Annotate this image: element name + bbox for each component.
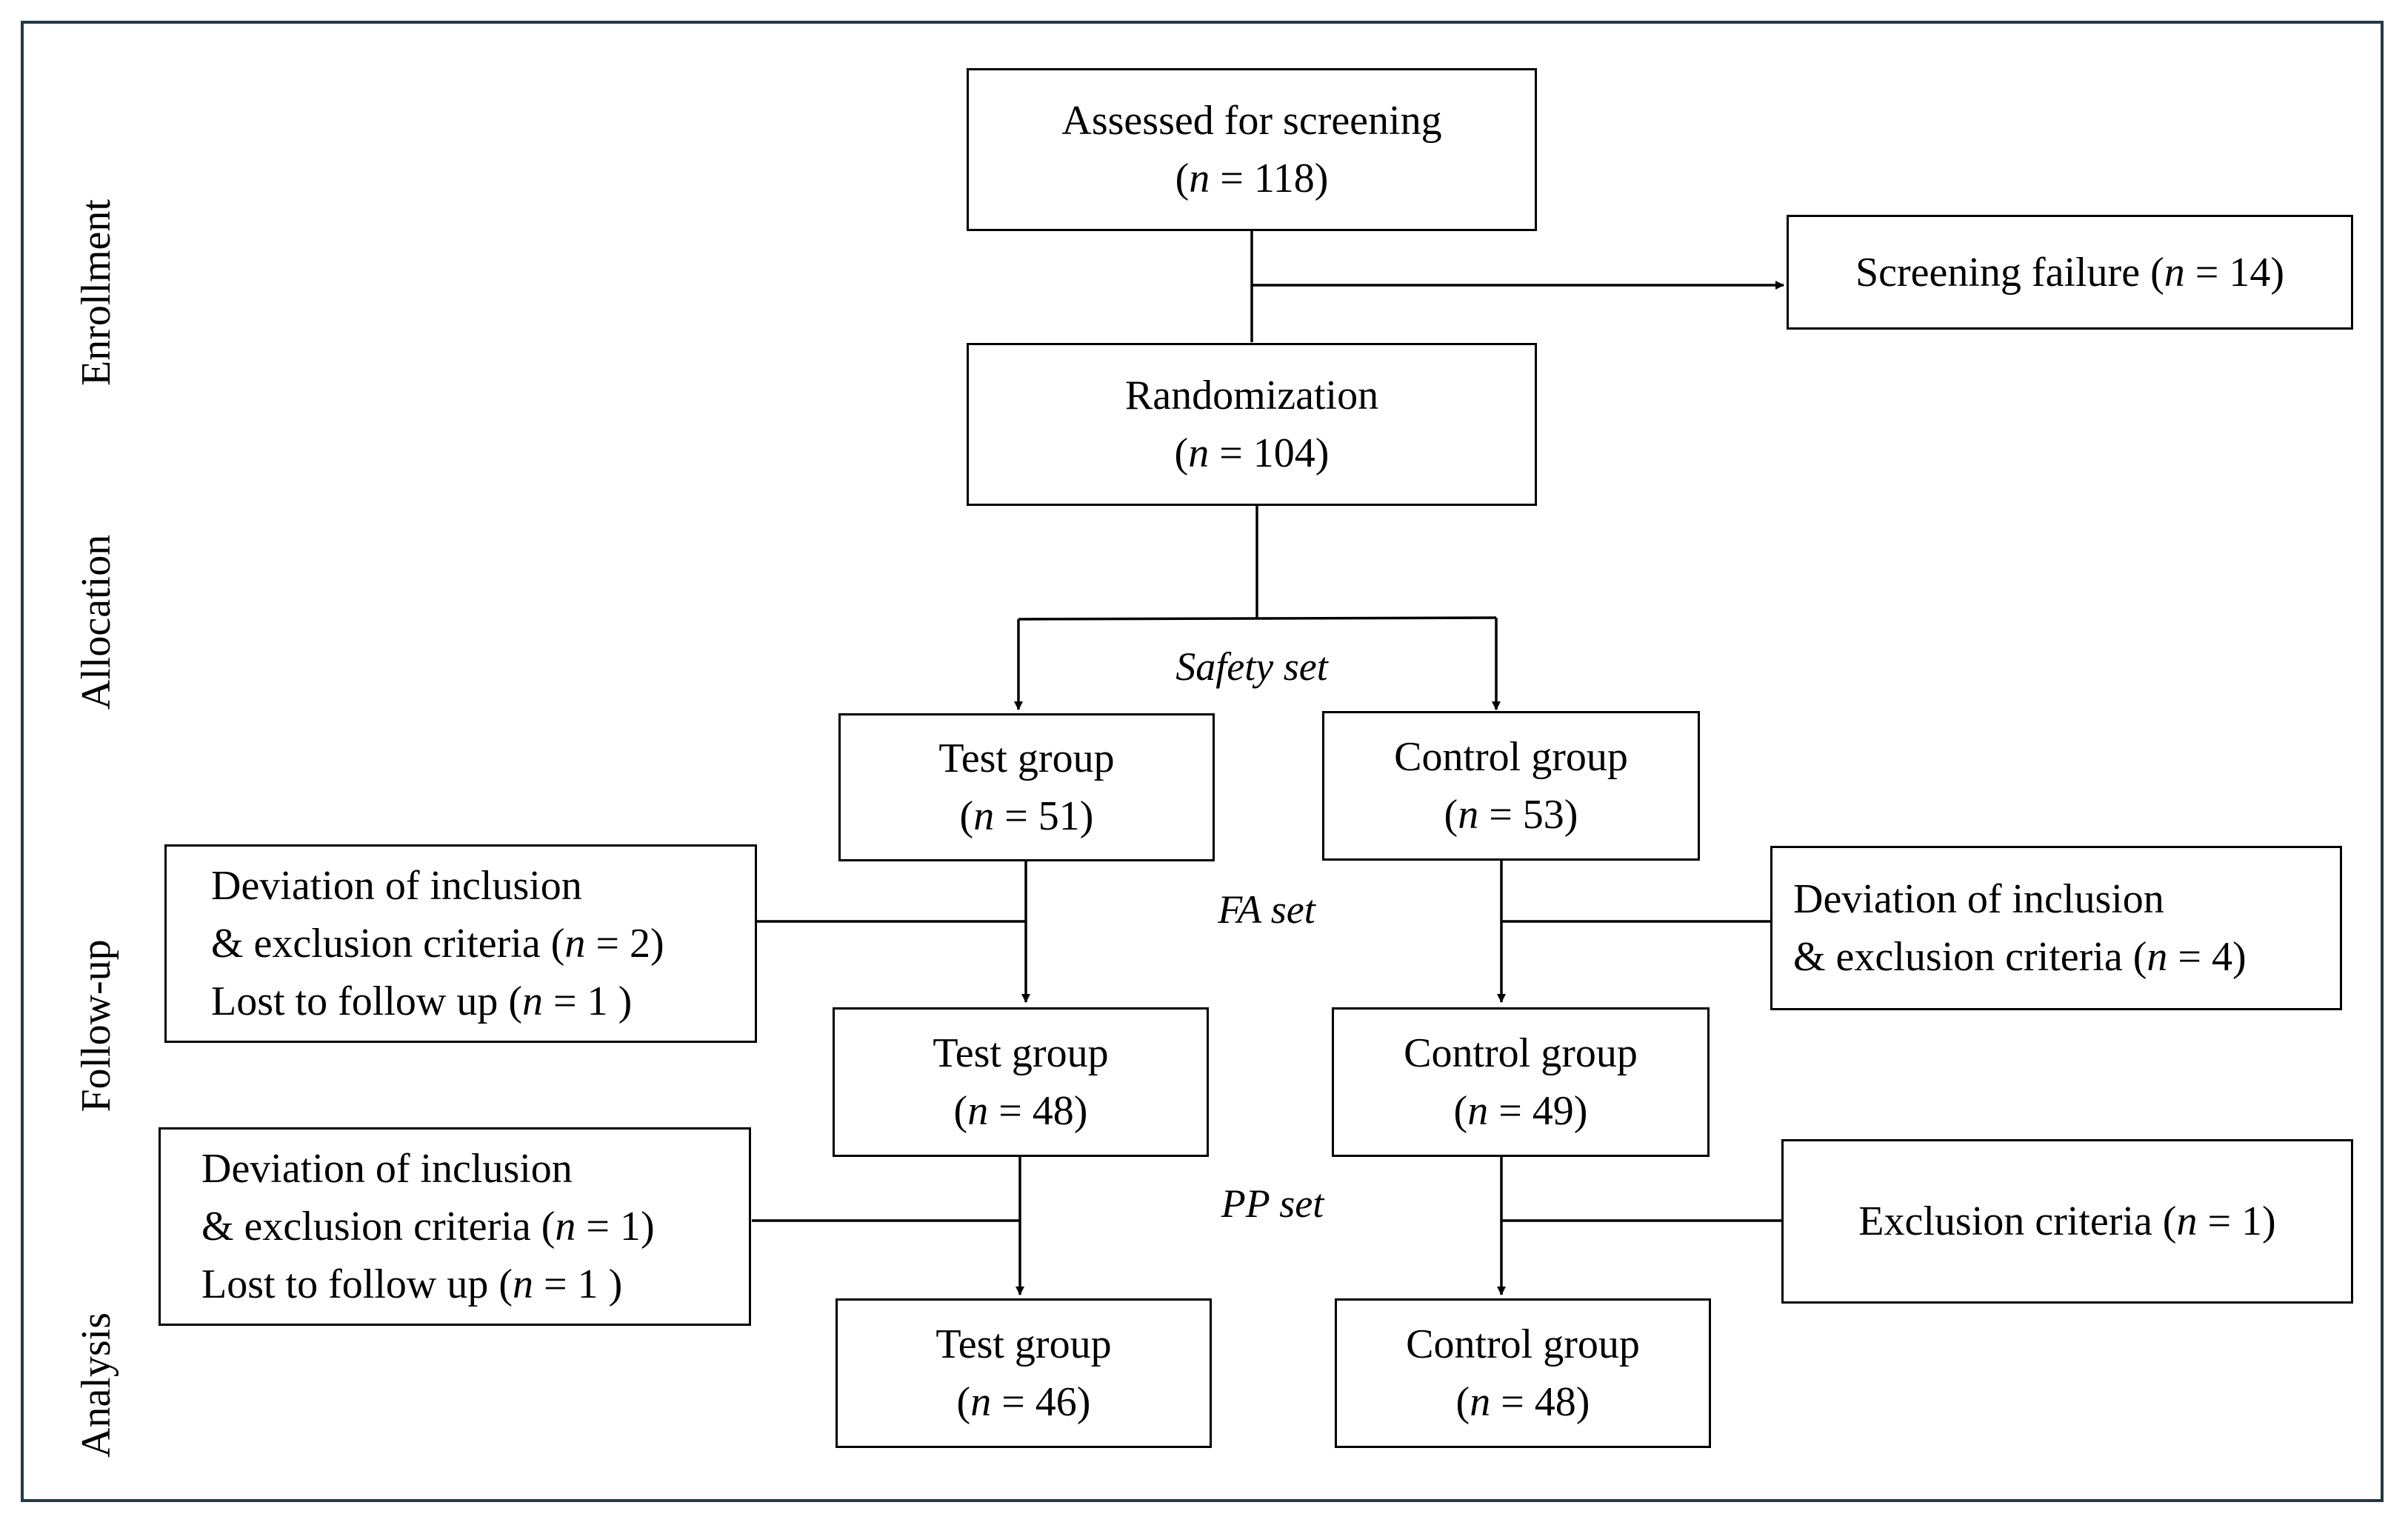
exclusion-line: Deviation of inclusion <box>1793 876 2164 922</box>
stage-label-allocation: Allocation <box>73 534 119 710</box>
box-title: Test group <box>935 1321 1112 1367</box>
box-title: Control group <box>1406 1321 1640 1367</box>
exclusion-line: Exclusion criteria (n = 1) <box>1858 1198 2276 1244</box>
exclusion-line: Lost to follow up (n = 1 ) <box>201 1261 623 1307</box>
box-count: (n = 48) <box>1455 1379 1590 1425</box>
exclusion-line: & exclusion criteria (n = 4) <box>1793 934 2247 980</box>
stage-label-follow-up: Follow-up <box>73 939 119 1112</box>
box-control-group-fa: Control group (n = 49) <box>1332 1007 1710 1157</box>
box-exclusion-test-fa: Deviation of inclusion & exclusion crite… <box>164 844 757 1043</box>
box-count: (n = 51) <box>959 793 1094 839</box>
box-title: Assessed for screening <box>1061 98 1442 144</box>
box-randomization: Randomization (n = 104) <box>967 343 1537 506</box>
box-exclusion-control-pp: Exclusion criteria (n = 1) <box>1781 1139 2353 1304</box>
stage-label-enrollment: Enrollment <box>73 199 119 386</box>
exclusion-line: & exclusion criteria (n = 1) <box>201 1204 655 1250</box>
box-exclusion-test-pp: Deviation of inclusion & exclusion crite… <box>159 1127 751 1326</box>
box-control-group-pp: Control group (n = 48) <box>1335 1298 1711 1448</box>
box-count: (n = 118) <box>1175 156 1329 201</box>
set-label-safety: Safety set <box>1175 644 1328 689</box>
diagram-frame <box>21 21 2384 1502</box>
box-count: (n = 104) <box>1174 430 1330 476</box>
box-exclusion-control-fa: Deviation of inclusion & exclusion crite… <box>1770 846 2342 1010</box>
box-title-with-count: Screening failure (n = 14) <box>1855 249 2284 296</box>
exclusion-line: Lost to follow up (n = 1 ) <box>211 978 633 1024</box>
stage-label-analysis: Analysis <box>73 1312 119 1458</box>
link-split-horizontal <box>1018 616 1497 621</box>
box-title: Test group <box>933 1030 1109 1076</box>
box-count: (n = 49) <box>1453 1088 1588 1134</box>
box-title: Control group <box>1394 734 1628 780</box>
box-test-group-fa: Test group (n = 48) <box>833 1007 1209 1157</box>
exclusion-line: & exclusion criteria (n = 2) <box>211 921 664 967</box>
box-screening-failure: Screening failure (n = 14) <box>1787 215 2353 330</box>
exclusion-line: Deviation of inclusion <box>211 863 582 909</box>
box-assessed-for-screening: Assessed for screening (n = 118) <box>967 68 1537 231</box>
box-control-group-safety: Control group (n = 53) <box>1322 711 1700 861</box>
set-label-fa: FA set <box>1218 887 1315 932</box>
box-title: Control group <box>1404 1030 1638 1076</box>
set-label-pp: PP set <box>1221 1181 1324 1226</box>
box-count: (n = 53) <box>1444 792 1578 838</box>
exclusion-line: Deviation of inclusion <box>201 1146 573 1192</box>
box-test-group-safety: Test group (n = 51) <box>838 713 1215 861</box>
box-title: Randomization <box>1124 373 1379 418</box>
box-test-group-pp: Test group (n = 46) <box>836 1298 1212 1448</box>
box-count: (n = 46) <box>956 1379 1091 1425</box>
box-count: (n = 48) <box>953 1088 1088 1134</box>
box-title: Test group <box>938 735 1115 781</box>
